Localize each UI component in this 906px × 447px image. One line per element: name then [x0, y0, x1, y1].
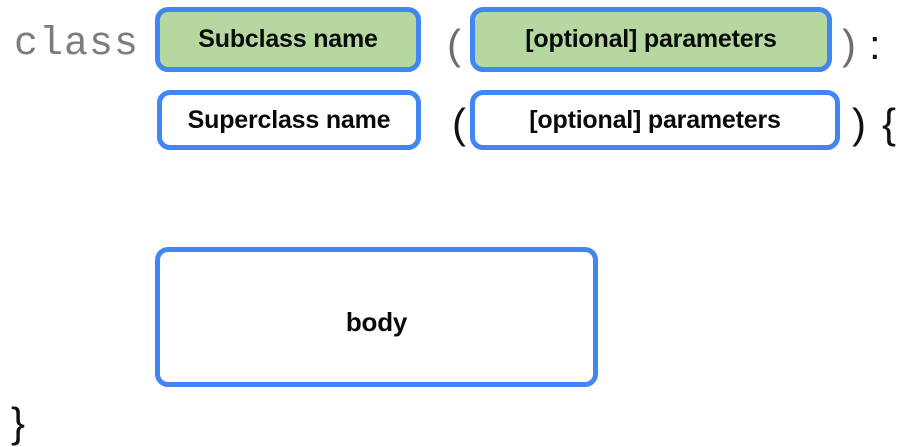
- slot-subclass-parameters-label: [optional] parameters: [525, 25, 777, 53]
- slot-subclass-name-label: Subclass name: [198, 25, 378, 53]
- slot-subclass-name[interactable]: Subclass name: [155, 7, 421, 72]
- brace-close-token: }: [11, 399, 26, 446]
- slot-body[interactable]: body: [155, 247, 598, 387]
- subclass-close-paren: ): [842, 21, 856, 68]
- brace-open-token: {: [882, 100, 897, 147]
- slot-superclass-parameters-label: [optional] parameters: [529, 105, 781, 134]
- subclass-open-paren: (: [447, 21, 461, 68]
- superclass-close-paren: ): [852, 100, 866, 147]
- slot-subclass-parameters[interactable]: [optional] parameters: [470, 7, 832, 72]
- slot-body-label: body: [345, 307, 408, 337]
- superclass-open-paren: (: [452, 100, 466, 147]
- keyword-class: class: [14, 22, 140, 67]
- slot-superclass-name-label: Superclass name: [187, 105, 391, 134]
- slot-superclass-name[interactable]: Superclass name: [157, 90, 421, 150]
- colon-token: :: [869, 21, 881, 68]
- slot-superclass-parameters[interactable]: [optional] parameters: [470, 90, 840, 150]
